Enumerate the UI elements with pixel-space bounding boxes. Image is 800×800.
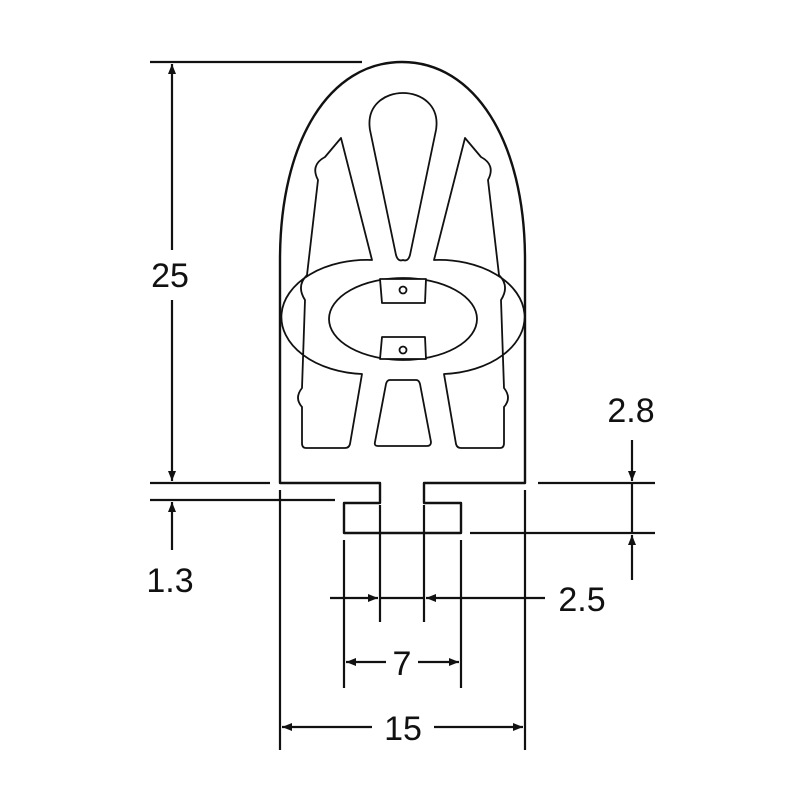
label-foot-width: 7: [393, 645, 412, 683]
left-side-cavity: [280, 137, 373, 449]
label-lip-height: 1.3: [146, 562, 193, 600]
label-height: 25: [151, 257, 189, 295]
dimension-lip: 1.3: [146, 502, 194, 600]
dimension-total-width: 15: [278, 490, 527, 750]
label-stem-width: 2.5: [558, 581, 605, 619]
center-bottom-cavity: [373, 379, 432, 447]
dimension-foot-width: 7: [342, 540, 463, 688]
label-total-width: 15: [384, 710, 422, 748]
teardrop-cavity: [368, 92, 438, 262]
dimension-stem-width: 2.5: [330, 505, 606, 622]
label-foot-height: 2.8: [607, 392, 654, 430]
right-side-cavity: [433, 137, 526, 449]
lower-hole: [398, 345, 408, 355]
upper-hole: [398, 285, 408, 295]
center-ellipse-cavity: [328, 277, 478, 361]
dimension-height: 25: [150, 60, 362, 502]
dimension-foot-height: 2.8: [470, 392, 655, 580]
